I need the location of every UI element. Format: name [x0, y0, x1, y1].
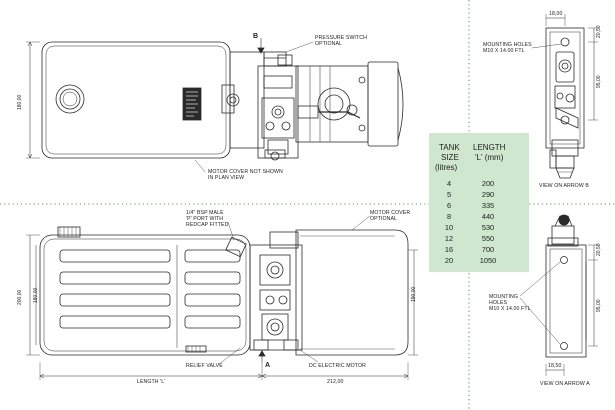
view-a-width-dimension: 18,50 [548, 363, 562, 369]
view-arrow-b [531, 14, 598, 179]
arrow-a-label: A [265, 362, 271, 369]
plan-view [26, 38, 404, 173]
length-dimension: LENGTH 'L' [137, 379, 166, 385]
mounting-holes-b-label: MOUNTING HOLES M10 X 14.00 FTL [483, 42, 532, 54]
view-on-arrow-b-caption: VIEW ON ARROW B [539, 183, 589, 189]
plan-height-dimension: 180,00 [17, 94, 23, 110]
arrow-b-label: B [253, 33, 259, 40]
motor-cover-optional-label: MOTOR COVER OPTIONAL [370, 210, 411, 222]
view-a-mid-dimension: 95,00 [596, 299, 602, 312]
motor-cover-plan-note: MOTOR COVER NOT SHOWN IN PLAN VIEW [208, 169, 283, 181]
view-arrow-a [519, 214, 598, 376]
view-b-width-dimension: 18,00 [549, 11, 563, 17]
table-header-l-mm: 'L' (mm) [475, 153, 504, 162]
view-b-mid-dimension: 95,00 [596, 75, 602, 88]
relief-valve-label: RELIEF VALVE [186, 363, 223, 369]
bsp-port-label: 1/4" BSP MALE 'P' PORT WITH REDCAP FITTE… [186, 210, 229, 228]
side-height-dimension-190: 190,00 [411, 286, 417, 302]
table-header-length: LENGTH [473, 143, 506, 152]
view-b-top-dimension: 20,50 [596, 25, 602, 38]
width-dimension: 212,00 [327, 379, 344, 385]
table-header-litres: (litres) [435, 163, 458, 172]
mounting-holes-a-label: MOUNTING HOLES M10 X 14.00 FTL [489, 294, 531, 312]
side-view [26, 215, 418, 380]
dc-motor-label: DC ELECTRIC MOTOR [309, 363, 366, 369]
view-a-top-dimension: 20,50 [596, 243, 602, 256]
pressure-switch-label: PRESSURE SWITCH OPTIONAL [315, 35, 367, 47]
view-on-arrow-a-caption: VIEW ON ARROW A [540, 381, 590, 387]
side-height-dimension-200: 200,00 [17, 289, 23, 305]
table-header-size: SIZE [441, 153, 459, 162]
table-header-tank: TANK [439, 143, 460, 152]
side-height-dimension-180: 180,00 [33, 287, 39, 303]
